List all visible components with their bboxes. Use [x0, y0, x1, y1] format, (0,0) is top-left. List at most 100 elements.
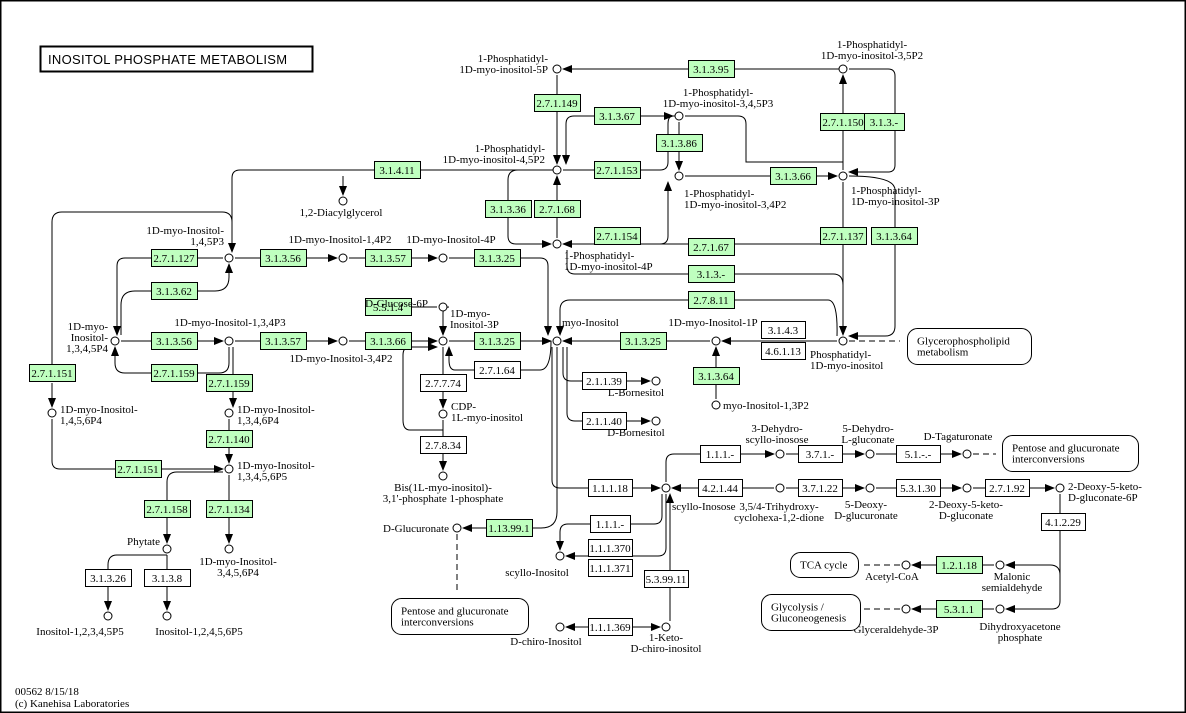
enzyme-box[interactable]: 2.7.1.159 — [206, 374, 253, 392]
compound-node[interactable] — [962, 483, 972, 493]
compound[interactable]: 1,2-Diacylglycerol — [300, 196, 383, 219]
enzyme-box[interactable]: 5.3.1.30 — [896, 479, 941, 497]
enzyme-box[interactable]: 3.1.4.3 — [761, 321, 806, 339]
compound-node[interactable] — [438, 471, 448, 481]
compound-node[interactable] — [162, 611, 172, 621]
compound-node[interactable] — [552, 336, 562, 346]
compound-node[interactable] — [224, 544, 234, 554]
compound-node[interactable] — [661, 483, 671, 493]
enzyme-box[interactable]: 3.1.3.25 — [474, 249, 521, 267]
enzyme-box[interactable]: 1.13.99.1 — [486, 519, 533, 537]
compound[interactable]: Inositol-1,2,3,4,5P5 — [36, 611, 124, 638]
compound-node[interactable] — [338, 253, 348, 263]
compound[interactable]: Phosphatidyl-1D-myo-inositol — [810, 336, 883, 372]
compound[interactable]: D-Bornesitol — [607, 416, 665, 439]
compound[interactable]: 1D-myo-Inositol-1,3,4,5,6P5 — [224, 460, 315, 483]
enzyme-box[interactable]: 3.1.3.64 — [693, 367, 740, 385]
compound[interactable]: 1D-myo-Inositol-1,4,5,6P4 — [47, 404, 138, 427]
enzyme-box[interactable]: 3.1.3.62 — [151, 282, 198, 300]
enzyme-box[interactable]: 3.1.3.8 — [144, 569, 191, 587]
enzyme-box[interactable]: 2.7.1.151 — [115, 460, 162, 478]
compound-node[interactable] — [224, 408, 234, 418]
compound[interactable]: 1D-myo-Inositol-4P — [406, 234, 496, 263]
compound[interactable]: Glyceraldehyde-3P — [854, 604, 939, 636]
compound-node[interactable] — [47, 408, 57, 418]
compound[interactable]: 2-Deoxy-5-keto-D-gluconate — [929, 483, 1003, 522]
compound[interactable]: myo-Inositol-1,3P2 — [711, 400, 809, 412]
compound[interactable]: 1-Phosphatidyl-1D-myo-inositol-3,4P2 — [674, 171, 786, 211]
compound-node[interactable] — [338, 336, 348, 346]
compound-node[interactable] — [901, 560, 911, 570]
enzyme-box[interactable]: 2.7.1.159 — [151, 364, 198, 382]
enzyme-box[interactable]: 2.1.1.39 — [582, 372, 627, 390]
compound-node[interactable] — [103, 611, 113, 621]
enzyme-box[interactable]: 2.1.1.40 — [582, 412, 627, 430]
compound-node[interactable] — [995, 560, 1005, 570]
compound[interactable]: 3,5/4-Trihydroxy-cyclohexa-1,2-dione — [734, 483, 824, 524]
enzyme-box[interactable]: 3.1.3.36 — [485, 200, 532, 218]
enzyme-box[interactable]: 2.7.1.153 — [594, 161, 641, 179]
enzyme-box[interactable]: 3.1.3.56 — [260, 249, 307, 267]
enzyme-box[interactable]: 3.1.3.- — [864, 113, 905, 131]
compound[interactable]: D-chiro-Inositol — [510, 622, 582, 648]
compound-node[interactable] — [901, 604, 911, 614]
pathway-map-link[interactable]: TCA cycle — [790, 552, 859, 578]
enzyme-box[interactable]: 2.7.1.68 — [534, 200, 581, 218]
enzyme-box[interactable]: 3.1.3.25 — [620, 332, 667, 350]
compound-node[interactable] — [555, 551, 565, 561]
compound[interactable]: 5-Deoxy-D-glucuronate — [834, 483, 898, 522]
compound[interactable]: 1-Phosphatidyl-1D-myo-inositol-4,5P2 — [443, 143, 562, 175]
enzyme-box[interactable]: 1.2.1.18 — [936, 556, 983, 574]
compound-node[interactable] — [838, 336, 848, 346]
enzyme-box[interactable]: 2.7.1.151 — [29, 364, 76, 382]
compound-node[interactable] — [555, 622, 565, 632]
compound-node[interactable] — [775, 449, 785, 459]
compound-node[interactable] — [224, 336, 234, 346]
enzyme-box[interactable]: 4.6.1.13 — [761, 342, 806, 360]
enzyme-box[interactable]: 2.7.1.140 — [206, 430, 253, 448]
compound-node[interactable] — [661, 622, 671, 632]
enzyme-box[interactable]: 3.1.3.26 — [85, 569, 132, 587]
compound-node[interactable] — [711, 336, 721, 346]
compound[interactable]: D-Glucuronate — [383, 523, 462, 535]
enzyme-box[interactable]: 1.1.1.370 — [588, 539, 633, 557]
compound-node[interactable] — [438, 253, 448, 263]
compound[interactable]: 1-Phosphatidyl-1D-myo-inositol-3,4,5P3 — [663, 87, 774, 121]
enzyme-box[interactable]: 1.1.1.369 — [588, 618, 633, 636]
enzyme-box[interactable]: 2.7.8.34 — [420, 436, 467, 454]
compound-node[interactable] — [438, 409, 448, 419]
compound[interactable]: 1-Phosphatidyl-1D-myo-inositol-4P — [552, 239, 653, 273]
compound-node[interactable] — [775, 483, 785, 493]
compound[interactable]: Inositol-1,2,4,5,6P5 — [155, 611, 243, 638]
enzyme-box[interactable]: 2.7.1.158 — [144, 500, 191, 518]
compound[interactable]: 1-Phosphatidyl-1D-myo-inositol-3P — [838, 171, 940, 208]
pathway-map-link[interactable]: Glycolysis /Gluconeogenesis — [761, 594, 861, 631]
compound[interactable]: 1D-myo-Inositol-1,4P2 — [289, 234, 392, 263]
compound-node[interactable] — [995, 604, 1005, 614]
compound-node[interactable] — [552, 165, 562, 175]
compound[interactable]: scyllo-Inositol — [505, 551, 569, 579]
enzyme-box[interactable]: 4.2.1.44 — [698, 479, 743, 497]
enzyme-box[interactable]: 4.1.2.29 — [1041, 513, 1086, 531]
compound-node[interactable] — [110, 336, 120, 346]
enzyme-box[interactable]: 5.3.99.11 — [644, 570, 689, 588]
compound-node[interactable] — [438, 302, 448, 312]
compound[interactable]: 1-Phosphatidyl-1D-myo-inositol-3,5P2 — [821, 39, 923, 74]
compound-node[interactable] — [224, 253, 234, 263]
compound-node[interactable] — [224, 464, 234, 474]
enzyme-box[interactable]: 3.1.3.56 — [151, 332, 198, 350]
enzyme-box[interactable]: 3.7.1.- — [798, 445, 843, 463]
enzyme-box[interactable]: 3.1.3.95 — [688, 60, 735, 78]
enzyme-box[interactable]: 2.7.1.149 — [534, 94, 581, 112]
enzyme-box[interactable]: 1.1.1.371 — [588, 559, 633, 577]
compound[interactable]: 2-Deoxy-5-keto-D-gluconate-6P — [1055, 481, 1142, 504]
compound[interactable]: 1-Keto-D-chiro-inositol — [631, 622, 702, 655]
compound[interactable]: L-Bornesitol — [608, 376, 664, 399]
enzyme-box[interactable]: 2.7.7.74 — [420, 374, 467, 392]
enzyme-box[interactable]: 3.1.3.66 — [770, 167, 817, 185]
compound[interactable]: 1-Phosphatidyl-1D-myo-inositol-5P — [459, 53, 562, 76]
